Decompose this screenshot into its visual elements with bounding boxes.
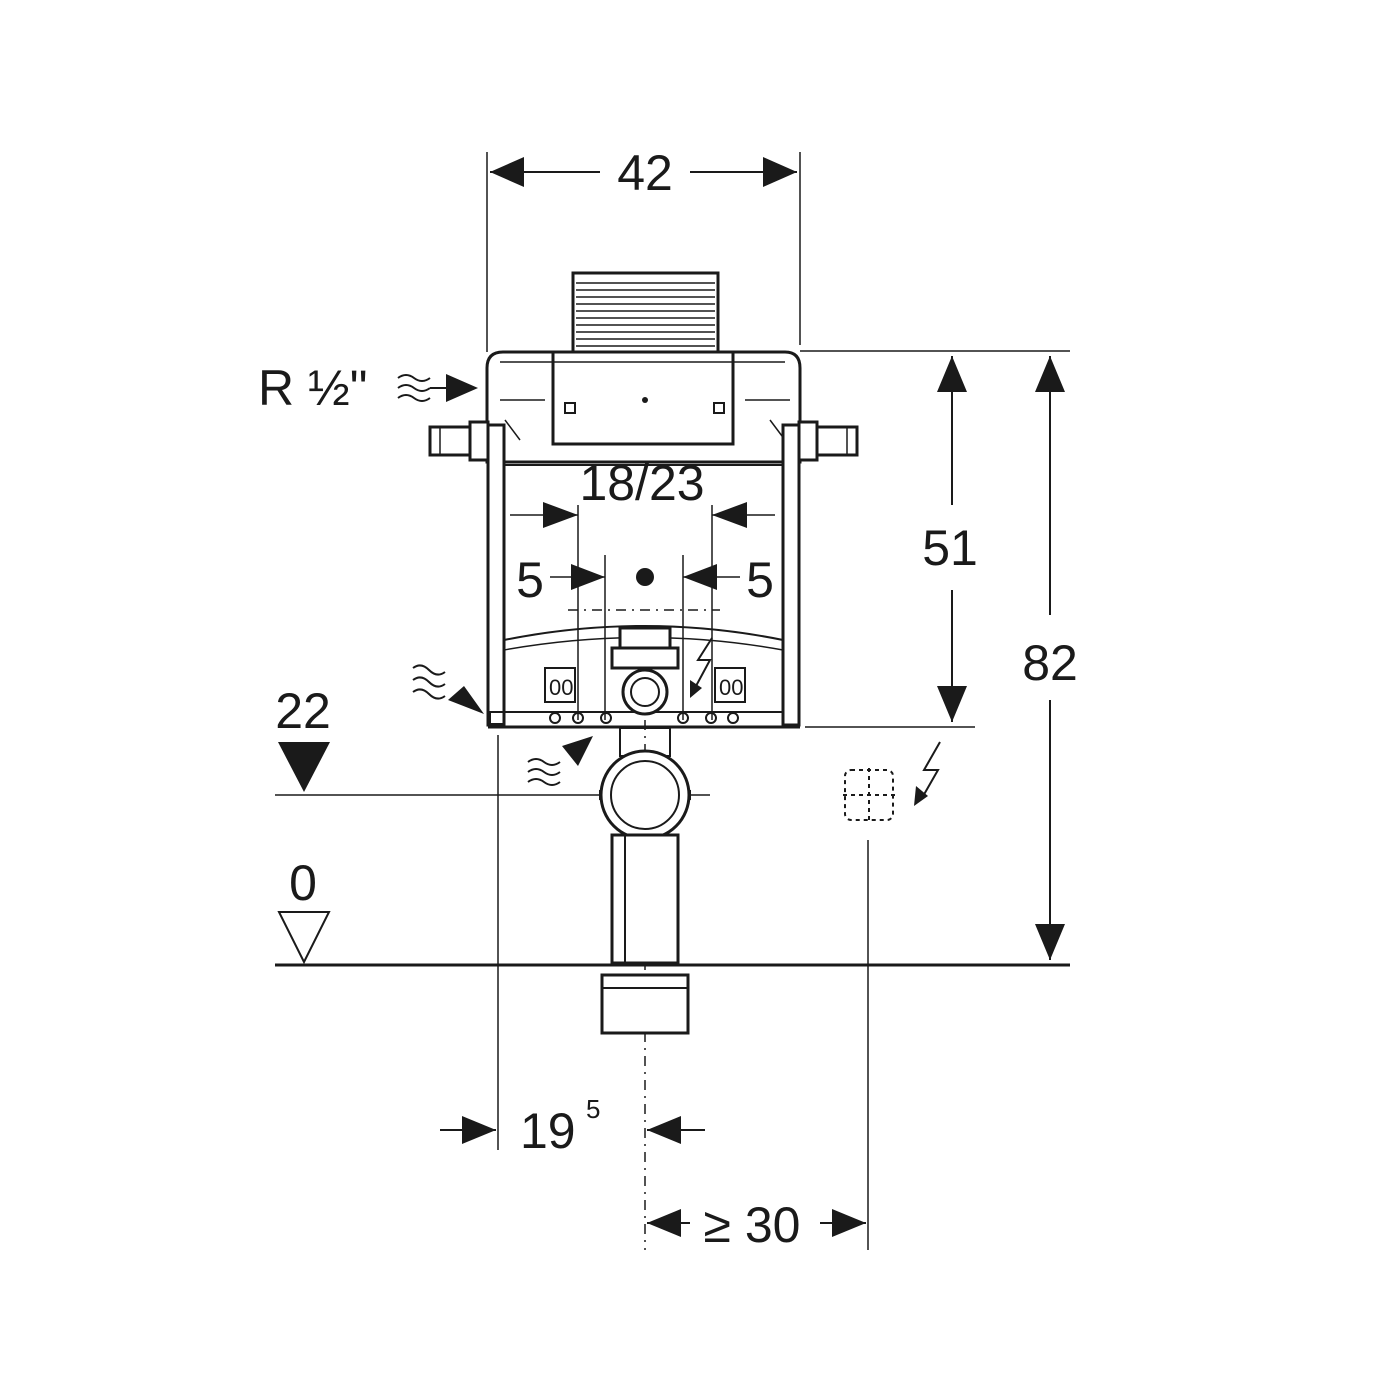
cistern-top: [485, 271, 802, 464]
power-socket: [843, 768, 895, 822]
level-triangle-icon: [278, 742, 330, 792]
electric-lightning-icon: [690, 637, 713, 698]
dimension-width-label: 42: [617, 145, 673, 201]
dimension-power-offset: [647, 1209, 866, 1237]
dimension-bottom-offset-sup: 5: [586, 1094, 600, 1124]
svg-text:00: 00: [719, 675, 743, 700]
dimension-width: [490, 157, 797, 187]
svg-text:00: 00: [549, 675, 573, 700]
mounting-frame: 00 00: [428, 420, 859, 729]
dimension-total-height-label: 82: [1022, 635, 1078, 691]
dimension-frame-height-label: 51: [922, 520, 978, 576]
water-wave-icon: [527, 736, 593, 786]
dimension-total-height: [1035, 356, 1065, 960]
drain-assembly: [599, 626, 691, 1035]
water-supply-label: R ½": [258, 360, 367, 416]
extension-lines: [275, 152, 1070, 1250]
dimension-spacing: [510, 502, 775, 720]
dimension-power-offset-label: ≥ 30: [704, 1197, 801, 1253]
level-upper-label: 22: [275, 683, 331, 739]
dimension-bottom-offset: [440, 1116, 705, 1144]
dimension-offset-left-label: 5: [516, 552, 544, 608]
dimension-offset-right-label: 5: [746, 552, 774, 608]
water-wave-icon: [412, 664, 484, 714]
level-floor-label: 0: [289, 855, 317, 911]
electric-lightning-icon: [914, 741, 941, 806]
level-triangle-icon: [277, 911, 331, 965]
dimension-spacing-label: 18/23: [579, 455, 704, 511]
water-wave-icon: [397, 374, 478, 402]
dimension-bottom-offset-label: 19: [520, 1103, 576, 1159]
dimension-frame-height: [937, 356, 967, 722]
